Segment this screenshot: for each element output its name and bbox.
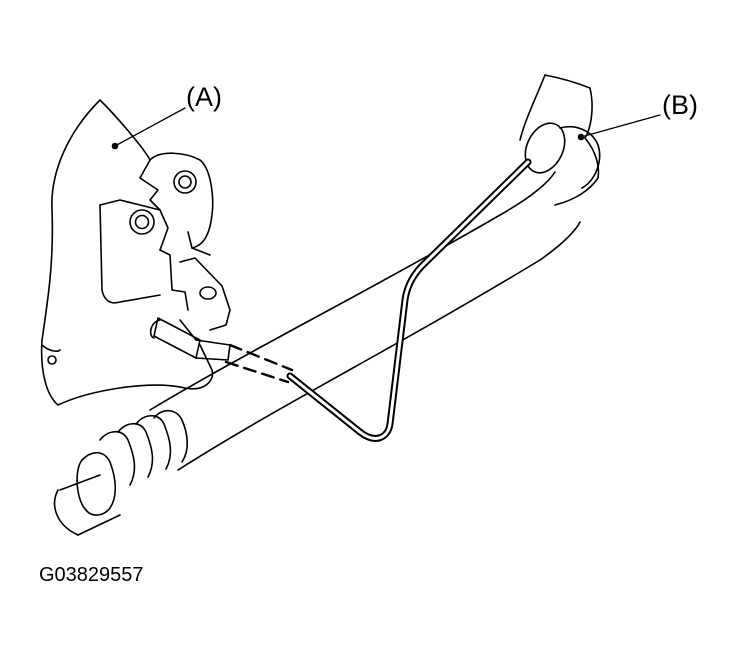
leader-line-b: [580, 114, 661, 138]
component-a-housing: [40, 99, 214, 406]
callout-label-b: (B): [662, 90, 698, 120]
component-a-fitting: [149, 317, 231, 361]
figure-id: G03829557: [39, 564, 144, 586]
leader-lines: [114, 107, 661, 147]
drive-shaft: [53, 171, 581, 536]
hose: [286, 158, 532, 442]
component-b-bracket: [519, 74, 601, 206]
callout-label-a: (A): [186, 82, 222, 112]
hose-hidden-section: [224, 343, 294, 384]
hose-inner: [288, 160, 530, 440]
component-a-flange: [99, 152, 231, 331]
leader-line-a: [114, 107, 186, 147]
